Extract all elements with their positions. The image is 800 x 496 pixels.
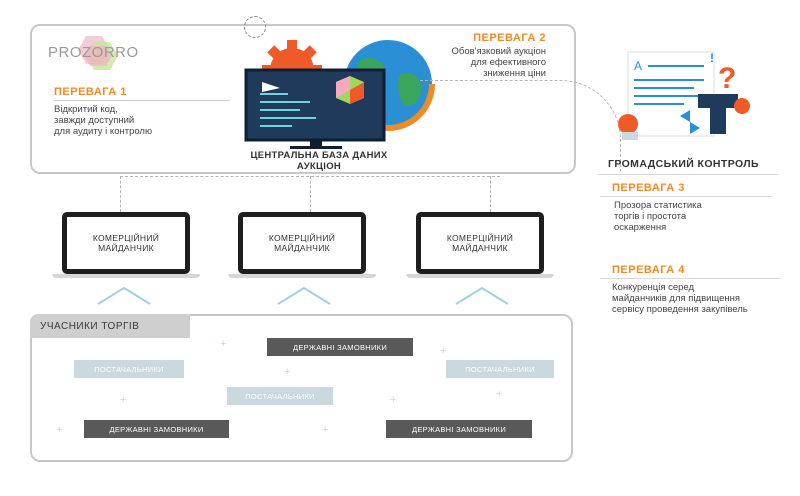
plus-icon: +	[322, 424, 329, 436]
tag-government-customers: ДЕРЖАВНІ ЗАМОВНИКИ	[267, 338, 413, 356]
advantage-3-underline	[600, 196, 772, 197]
tag-suppliers: ПОСТАЧАЛЬНИКИ	[74, 360, 184, 378]
svg-text:!: !	[710, 51, 714, 65]
plus-icon: +	[120, 394, 127, 406]
participants-title: УЧАСНИКИ ТОРГІВ	[30, 314, 190, 338]
marketplace-label: МАЙДАНЧИК	[98, 243, 154, 253]
plus-icon: +	[496, 388, 503, 400]
central-db-illustration	[240, 30, 440, 150]
chevron-up-icon	[276, 286, 332, 311]
tag-suppliers: ПОСТАЧАЛЬНИКИ	[227, 387, 333, 405]
laptop-base	[406, 274, 554, 278]
tag-suppliers: ПОСТАЧАЛЬНИКИ	[446, 360, 554, 378]
advantage-1-underline	[54, 100, 230, 101]
marketplace-label: МАЙДАНЧИК	[452, 243, 508, 253]
public-control-label: ГРОМАДСЬКИЙ КОНТРОЛЬ	[608, 158, 759, 170]
laptop-base	[228, 274, 376, 278]
marketplace-label: КОМЕРЦІЙНИЙ	[446, 233, 514, 243]
participants-panel	[30, 314, 573, 462]
public-control-illustration: A ? !	[614, 44, 764, 148]
prozorro-logo: PROZORRO	[48, 32, 148, 76]
tools-icon	[680, 94, 750, 134]
marketplace-laptop-3: КОМЕРЦІЙНИЙ МАЙДАНЧИК	[406, 212, 554, 278]
dashed-connector	[310, 176, 311, 212]
plus-icon: +	[390, 394, 397, 406]
marketplace-label: КОМЕРЦІЙНИЙ	[92, 233, 160, 243]
dashed-curve	[420, 80, 621, 171]
plus-icon: +	[56, 424, 63, 436]
public-control-underline	[598, 174, 778, 175]
plus-icon: +	[284, 366, 291, 378]
question-mark-icon: ? !	[710, 51, 736, 95]
dashed-connector-loop	[244, 16, 266, 38]
laptop-base	[52, 274, 200, 278]
advantage-4-underline	[600, 278, 780, 279]
marketplace-laptop-2: КОМЕРЦІЙНИЙ МАЙДАНЧИК	[228, 212, 376, 278]
chevron-up-icon	[96, 286, 152, 311]
chevron-up-icon	[454, 286, 510, 311]
dashed-connector	[120, 176, 121, 212]
advantage-1-text: Відкритий код, завжди доступний для ауди…	[54, 104, 153, 137]
marketplace-laptop-1: КОМЕРЦІЙНИЙ МАЙДАНЧИК	[52, 212, 200, 278]
advantage-2-title: ПЕРЕВАГА 2	[473, 32, 546, 44]
central-db-label: ЦЕНТРАЛЬНА БАЗА ДАНИХ АУКЦІОН	[250, 150, 388, 172]
plus-icon: +	[220, 338, 227, 350]
logo-text: PROZORRO	[48, 44, 139, 61]
tag-government-customers: ДЕРЖАВНІ ЗАМОВНИКИ	[386, 420, 532, 438]
advantage-3-title: ПЕРЕВАГА 3	[612, 182, 685, 194]
advantage-2-text: Обов'язковий аукціон для ефективного зни…	[451, 46, 547, 79]
tag-government-customers: ДЕРЖАВНІ ЗАМОВНИКИ	[84, 420, 229, 438]
magnifier-icon	[618, 114, 638, 140]
plus-icon: +	[440, 345, 447, 357]
advantage-4-title: ПЕРЕВАГА 4	[612, 264, 685, 276]
advantage-1-title: ПЕРЕВАГА 1	[54, 86, 127, 98]
svg-text:?: ?	[718, 62, 736, 95]
advantage-3-text: Прозора статистика торгів і простота оск…	[614, 200, 702, 233]
marketplace-label: КОМЕРЦІЙНИЙ	[268, 233, 336, 243]
svg-text:A: A	[634, 59, 642, 73]
marketplace-label: МАЙДАНЧИК	[274, 243, 330, 253]
dashed-connector	[490, 176, 491, 212]
advantage-4-text: Конкуренція серед майданчиків для підвищ…	[612, 282, 748, 315]
monitor-icon	[244, 68, 386, 149]
